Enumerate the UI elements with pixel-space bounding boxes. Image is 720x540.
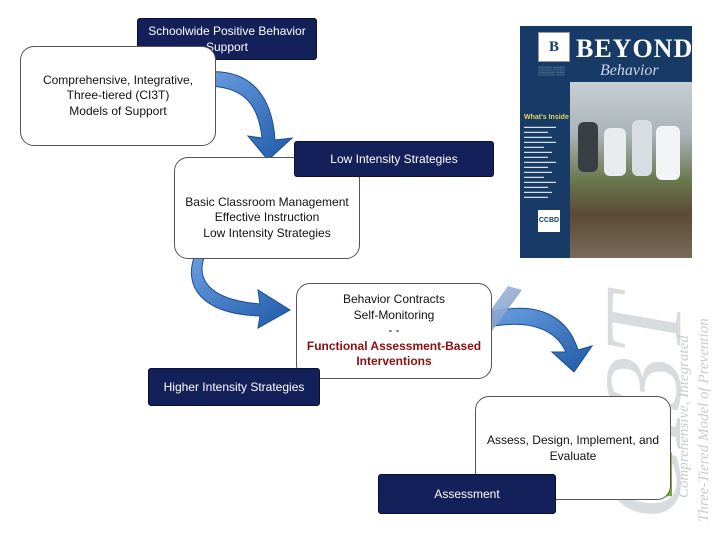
cover-title: BEYOND	[576, 34, 692, 63]
top-banner-line2: Support	[205, 40, 249, 54]
ci3t-line2: Three-tiered (CI3T)	[66, 88, 170, 103]
book-cover: B BEYOND Behavior ░░░░░ ░░░░░░░░░░ ░░░ W…	[520, 26, 692, 258]
assessment-banner: Assessment	[378, 474, 556, 514]
cover-ccbd-logo: CCBD	[538, 210, 560, 232]
cover-photo	[570, 82, 692, 258]
ci3t-line3: Models of Support	[69, 103, 167, 118]
higher-intensity-banner: Higher Intensity Strategies	[148, 368, 320, 406]
cover-tagline: ░░░░░ ░░░░░░░░░░ ░░░	[538, 66, 565, 76]
high-box-line1: Behavior Contracts	[342, 292, 446, 307]
higher-intensity-box: Behavior Contracts Self-Monitoring - - F…	[296, 283, 492, 379]
low-box-line3: Low Intensity Strategies	[203, 225, 331, 240]
ci3t-box: Comprehensive, Integrative, Three-tiered…	[20, 46, 216, 146]
cover-contents: ▬▬▬▬▬▬▬▬▬▬▬▬▬▬▬▬▬▬▬▬▬▬▬▬▬▬▬▬▬▬▬▬▬▬▬▬▬▬▬▬…	[524, 124, 556, 199]
arrow-2	[190, 254, 291, 329]
top-banner-line1: Schoolwide Positive Behavior	[148, 23, 306, 38]
cover-subtitle: Behavior	[600, 62, 659, 79]
high-box-line4: Functional Assessment-Based	[306, 338, 482, 353]
cover-logo-text: CCBD	[538, 217, 560, 224]
assess-box-line1: Assess, Design, Implement, and	[486, 433, 660, 447]
high-box-line2: Self-Monitoring	[353, 307, 435, 322]
arrow-3	[491, 307, 594, 373]
high-box-line3: - -	[388, 323, 400, 338]
cover-logo-badge: B	[538, 32, 570, 62]
assess-box-line2: Evaluate	[549, 448, 597, 463]
ci3t-line1: Comprehensive, Integrative,	[42, 72, 194, 87]
arrow-1	[204, 71, 294, 161]
top-banner: Schoolwide Positive Behavior Support	[137, 18, 317, 60]
low-intensity-banner: Low Intensity Strategies	[294, 141, 494, 177]
cover-section-title: What's Inside	[524, 114, 569, 121]
low-box-line2: Effective Instruction	[214, 210, 320, 225]
high-box-line5: Interventions	[356, 354, 432, 369]
low-box-line1: Basic Classroom Management	[185, 194, 349, 209]
